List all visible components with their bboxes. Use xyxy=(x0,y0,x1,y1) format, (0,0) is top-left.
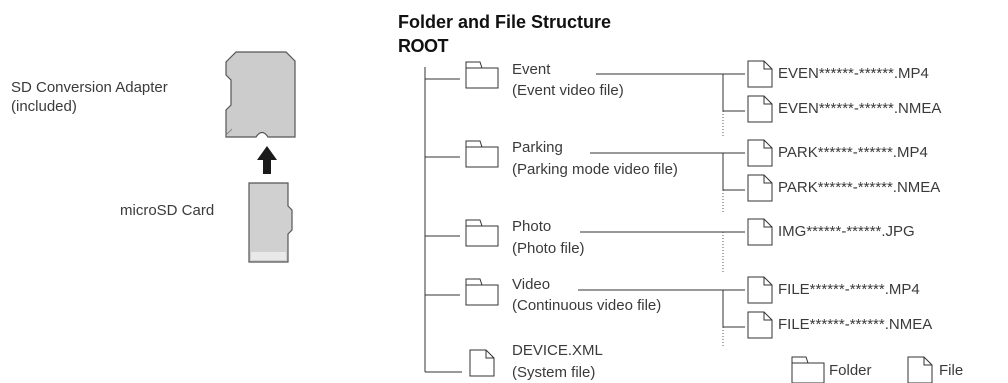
microsd-card-icon xyxy=(248,182,293,263)
insert-arrow-icon xyxy=(263,158,271,174)
microsd-label: microSD Card xyxy=(120,202,215,219)
file-icon xyxy=(747,174,773,202)
file-name: EVEN******-******.NMEA xyxy=(778,100,942,117)
folder-desc-parking: (Parking mode video file) xyxy=(512,161,678,178)
legend-folder-icon xyxy=(791,356,825,383)
folder-name-video: Video xyxy=(512,276,551,293)
video-folder-icon xyxy=(465,278,499,306)
file-icon xyxy=(747,95,773,123)
sd-adapter-icon xyxy=(225,51,296,138)
file-icon xyxy=(747,311,773,339)
file-name: PARK******-******.MP4 xyxy=(778,144,928,161)
device-file-name: DEVICE.XML xyxy=(512,342,603,359)
folder-name-photo: Photo xyxy=(512,218,552,235)
file-name: PARK******-******.NMEA xyxy=(778,179,941,196)
photo-folder-icon xyxy=(465,219,499,247)
file-icon xyxy=(747,60,773,88)
parking-folder-icon xyxy=(465,140,499,168)
file-name: FILE******-******.NMEA xyxy=(778,316,933,333)
adapter-label-note: (included) xyxy=(11,98,77,115)
file-name: EVEN******-******.MP4 xyxy=(778,65,929,82)
device-file-icon xyxy=(469,349,495,377)
file-icon xyxy=(747,218,773,246)
folder-desc-video: (Continuous video file) xyxy=(512,297,662,314)
legend-file-icon xyxy=(907,356,933,383)
file-icon xyxy=(747,276,773,304)
legend-file-label: File xyxy=(939,362,964,379)
device-file-desc: (System file) xyxy=(512,364,596,381)
adapter-label: SD Conversion Adapter xyxy=(11,79,168,96)
folder-desc-event: (Event video file) xyxy=(512,82,624,99)
file-name: IMG******-******.JPG xyxy=(778,223,915,240)
diagram-heading: Folder and File Structure xyxy=(398,12,612,32)
folder-name-parking: Parking xyxy=(512,139,563,156)
root-label: ROOT xyxy=(398,36,449,56)
legend-folder-label: Folder xyxy=(829,362,872,379)
event-folder-icon xyxy=(465,61,499,89)
file-name: FILE******-******.MP4 xyxy=(778,281,920,298)
folder-desc-photo: (Photo file) xyxy=(512,240,585,257)
file-icon xyxy=(747,139,773,167)
folder-name-event: Event xyxy=(512,61,551,78)
